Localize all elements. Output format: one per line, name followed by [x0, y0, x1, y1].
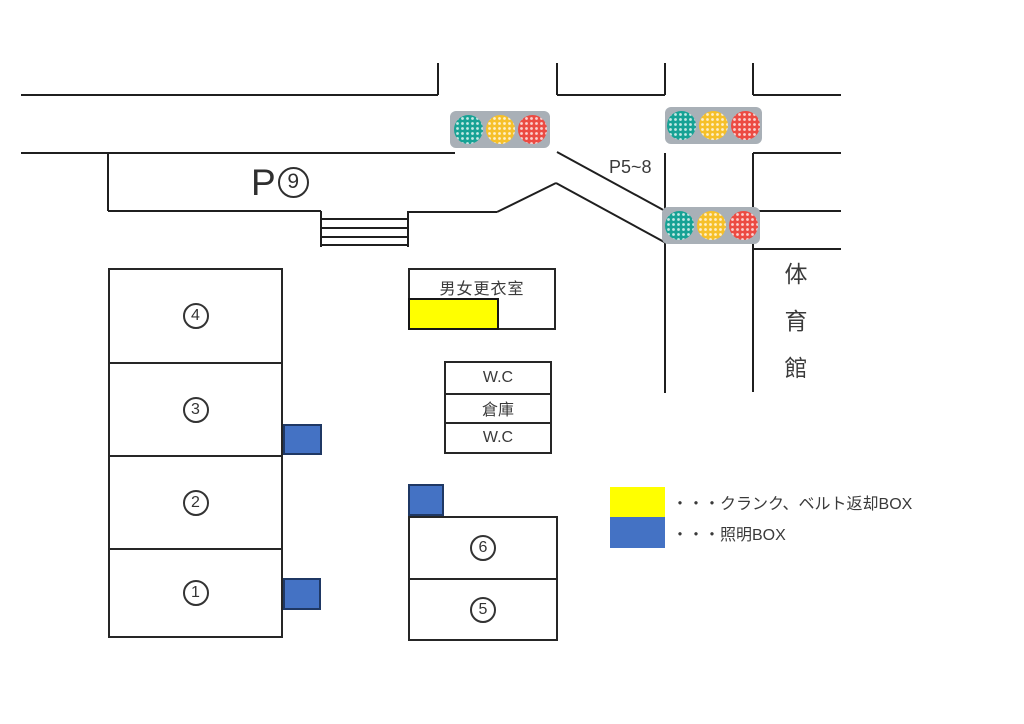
green-light-icon: [453, 115, 483, 144]
storage: 倉庫: [446, 392, 550, 423]
block-4-number: 4: [182, 303, 209, 329]
wc-top-label: W.C: [482, 368, 514, 386]
block-5: 5: [410, 578, 556, 639]
green-light-icon: [664, 211, 694, 240]
legend-blue-swatch: [610, 517, 665, 548]
parking-p5-8-label: P5~8: [609, 157, 652, 177]
block-1-number: 1: [182, 580, 209, 606]
wc-bottom: W.C: [446, 422, 550, 452]
storage-label: 倉庫: [481, 402, 514, 420]
legend-yellow-swatch: [610, 487, 665, 517]
gym-char: 館: [784, 355, 808, 381]
block-2-number: 2: [182, 489, 209, 516]
changing-room: 男女更衣室: [408, 268, 556, 330]
p9-circled-number: 9: [277, 166, 309, 198]
mid-building: 6 5: [408, 516, 558, 641]
crank-belt-return-box: [408, 298, 499, 330]
red-light-icon: [517, 115, 547, 144]
gym-char: 育: [784, 308, 808, 334]
block-5-number: 5: [470, 596, 496, 623]
red-light-icon: [731, 111, 760, 140]
block-3-number: 3: [182, 396, 209, 423]
lighting-box: [408, 484, 444, 516]
left-building: 4 3 2 1: [108, 268, 283, 638]
p9-prefix: P: [251, 161, 276, 203]
legend-yellow-label: ・・・クランク、ベルト返却BOX: [672, 496, 913, 513]
block-6: 6: [410, 518, 556, 578]
facility-block: W.C 倉庫 W.C: [444, 361, 552, 454]
road-lines: [21, 63, 841, 393]
block-6-number: 6: [470, 535, 496, 561]
block-1: 1: [110, 548, 281, 636]
crosswalk: [320, 211, 409, 247]
changing-room-label: 男女更衣室: [439, 281, 525, 298]
lighting-box: [283, 424, 322, 455]
block-4: 4: [110, 270, 281, 362]
legend-blue-label: ・・・照明BOX: [672, 526, 786, 544]
red-light-icon: [728, 211, 758, 240]
yellow-light-icon: [485, 115, 515, 144]
lighting-box: [283, 578, 321, 610]
traffic-signal-middle: [662, 207, 760, 244]
traffic-signal-top-right: [665, 107, 762, 144]
gym-char: 体: [784, 261, 808, 287]
yellow-light-icon: [699, 111, 728, 140]
traffic-signal-top-left: [450, 111, 550, 148]
parking-p9-label: P 9: [251, 163, 309, 201]
wc-bottom-label: W.C: [482, 428, 514, 446]
wc-top: W.C: [446, 363, 550, 393]
gymnasium-label: 体 育 館: [781, 255, 811, 383]
green-light-icon: [667, 111, 696, 140]
yellow-light-icon: [696, 211, 726, 240]
block-2: 2: [110, 455, 281, 548]
block-3: 3: [110, 362, 281, 455]
